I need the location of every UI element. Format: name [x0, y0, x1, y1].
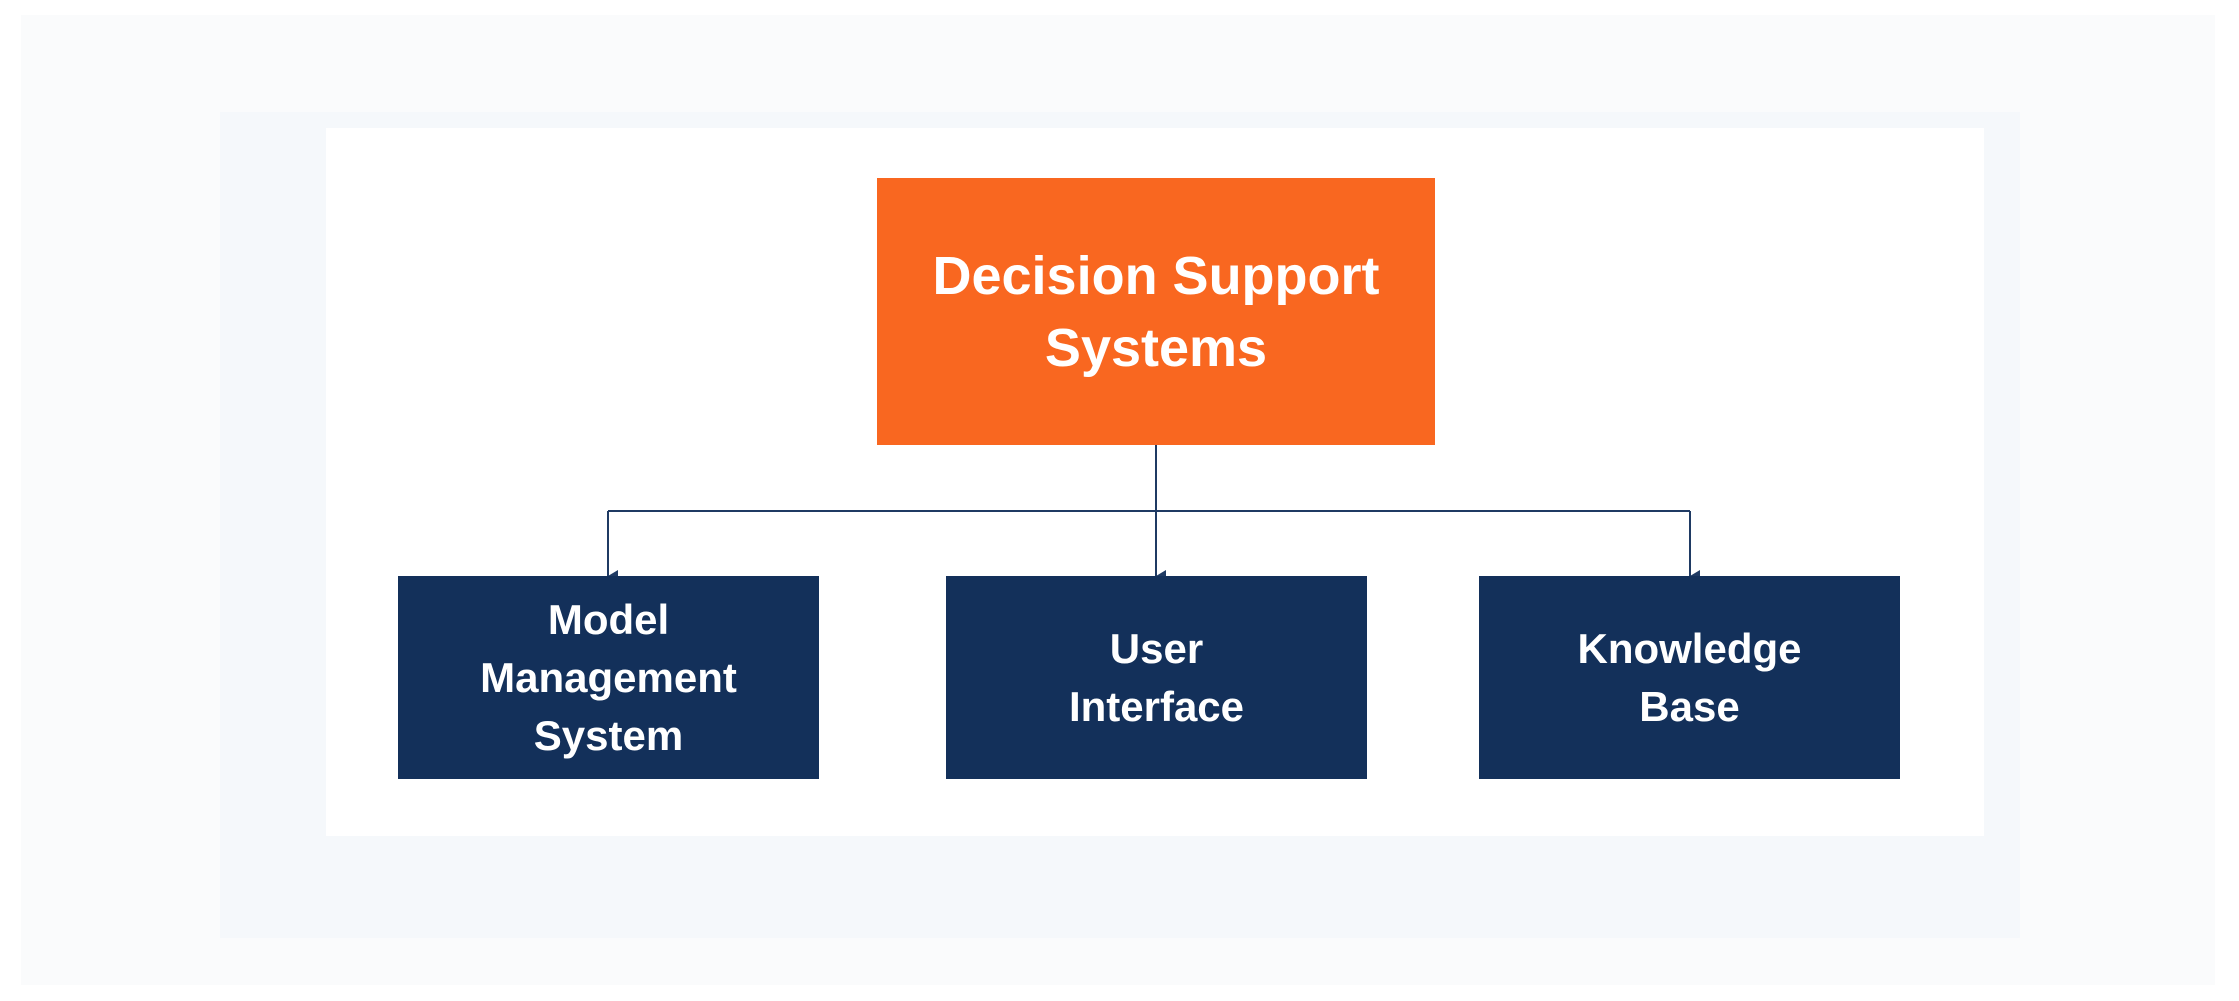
child-node-model-management-system: Model Management System: [398, 576, 819, 779]
child-node-knowledge-base: Knowledge Base: [1479, 576, 1900, 779]
child-node-user-interface: User Interface: [946, 576, 1367, 779]
root-node-decision-support-systems: Decision Support Systems: [877, 178, 1435, 445]
